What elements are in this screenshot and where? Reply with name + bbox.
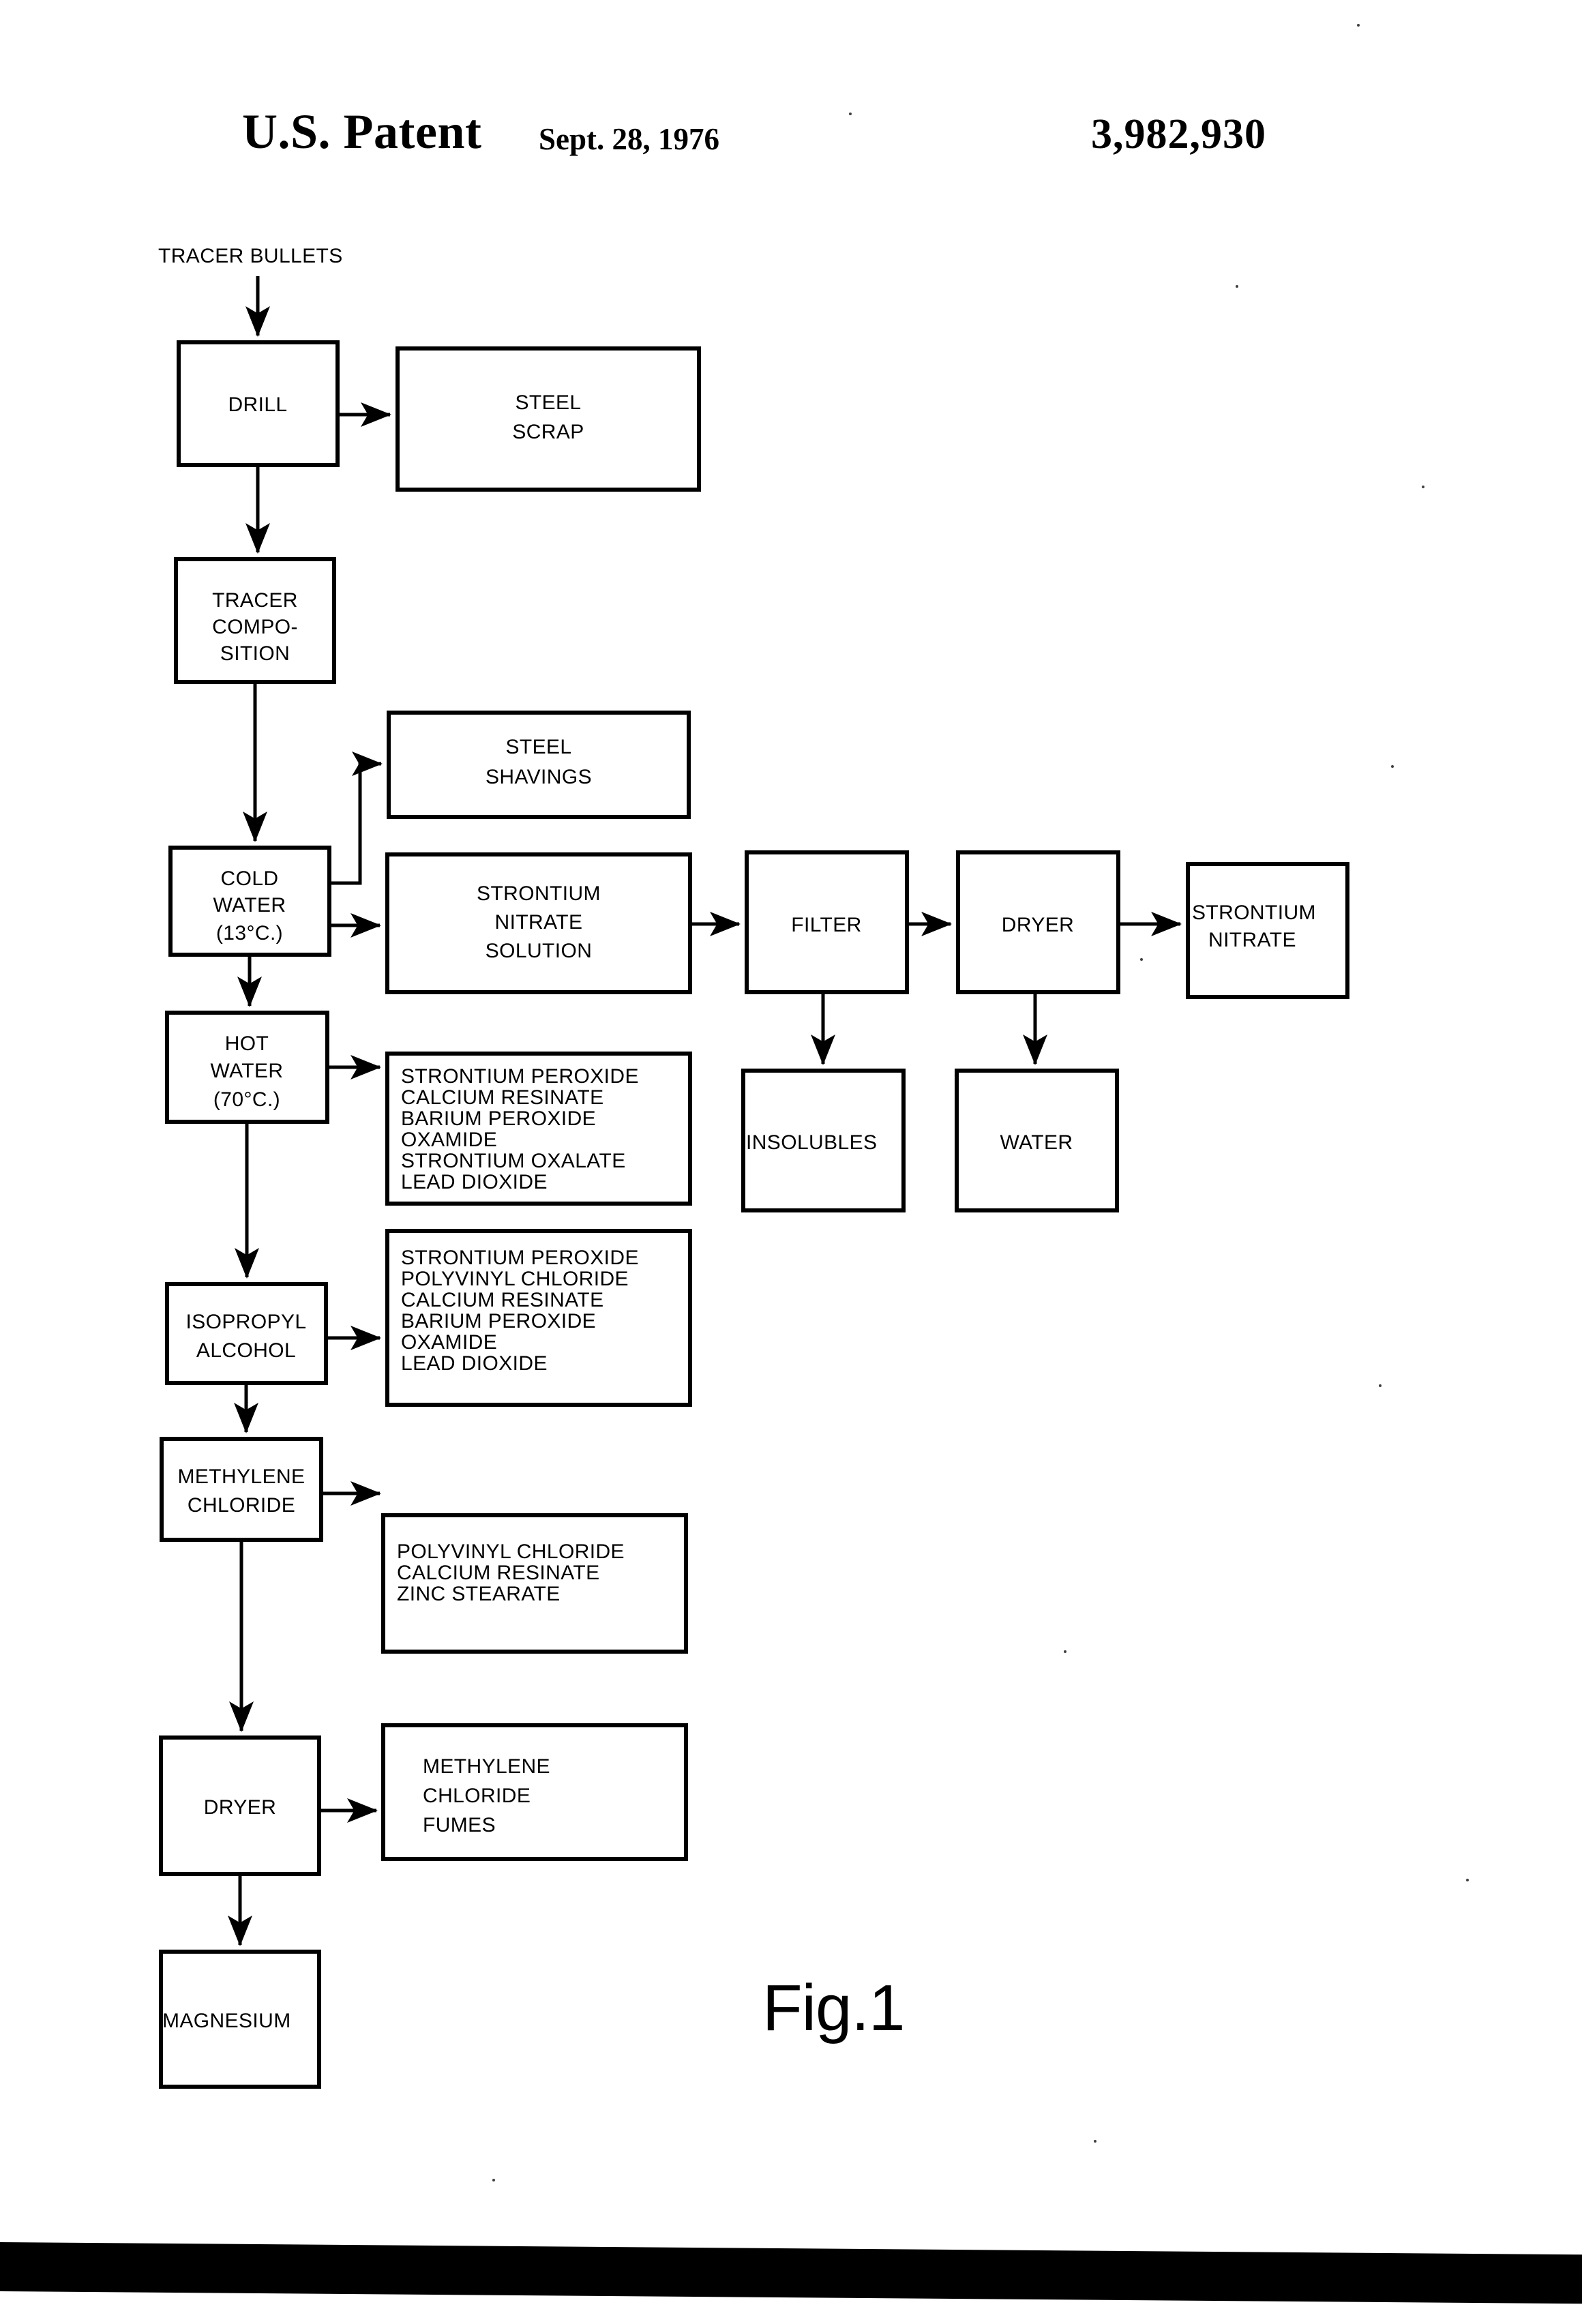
node-nitrate-solution-line2: NITRATE <box>495 911 583 934</box>
chemical-list-item: OXAMIDE <box>401 1331 497 1354</box>
node-hot-water-residue-list <box>385 1052 692 1206</box>
input-label: TRACER BULLETS <box>158 245 343 267</box>
node-steel-shavings <box>387 711 691 819</box>
node-methylene-line1: METHYLENE <box>178 1465 305 1488</box>
node-tracer-composition-line2: COMPO- <box>212 616 298 638</box>
chemical-list-item: CALCIUM RESINATE <box>401 1086 604 1109</box>
node-strontium-nitrate-line1: STRONTIUM <box>1192 902 1316 924</box>
node-isopropyl-line2: ALCOHOL <box>196 1339 296 1362</box>
node-tracer-composition <box>174 557 336 684</box>
node-steel-scrap-label-line1: STEEL <box>515 391 581 414</box>
patent-date: Sept. 28, 1976 <box>539 122 720 156</box>
chemical-list-item: POLYVINYL CHLORIDE <box>401 1268 629 1290</box>
node-hot-water-line2: WATER <box>211 1060 284 1082</box>
figure-label: Fig.1 <box>762 1971 905 2044</box>
node-dryer-top <box>956 850 1120 994</box>
node-methylene-chloride <box>160 1437 323 1542</box>
node-methylene-line2: CHLORIDE <box>188 1494 295 1517</box>
node-hot-water <box>165 1011 329 1124</box>
node-drill <box>177 340 340 467</box>
node-strontium-nitrate <box>1186 862 1349 999</box>
node-isopropyl-residue-list <box>385 1229 692 1407</box>
chemical-list-item: STRONTIUM PEROXIDE <box>401 1247 639 1269</box>
node-cold-water-line1: COLD <box>221 867 279 890</box>
node-filter <box>745 850 909 994</box>
node-steel-scrap <box>395 346 701 492</box>
node-cold-water-line2: WATER <box>213 894 286 917</box>
chemical-list-item: ZINC STEARATE <box>397 1583 561 1605</box>
node-dryer-top-label: DRYER <box>1002 914 1074 936</box>
node-strontium-nitrate-line2: NITRATE <box>1208 929 1296 951</box>
node-magnesium-label: MAGNESIUM <box>162 2010 291 2032</box>
node-methylene-residue-list <box>381 1513 688 1654</box>
node-nitrate-solution-line3: SOLUTION <box>486 940 593 962</box>
node-steel-shavings-line1: STEEL <box>505 736 571 758</box>
node-magnesium <box>159 1950 321 2089</box>
node-filter-label: FILTER <box>791 914 862 936</box>
node-water <box>955 1069 1119 1212</box>
chemical-list-item: CALCIUM RESINATE <box>397 1562 600 1584</box>
node-tracer-composition-line3: SITION <box>220 642 290 665</box>
patent-office-title: U.S. Patent <box>242 104 482 159</box>
chemical-list-item: CALCIUM RESINATE <box>401 1289 604 1311</box>
node-strontium-nitrate-solution <box>385 852 692 994</box>
chemical-list-item: BARIUM PEROXIDE <box>401 1310 596 1332</box>
node-insolubles <box>741 1069 906 1212</box>
node-fumes-line2: CHLORIDE <box>423 1785 531 1807</box>
node-hot-water-line1: HOT <box>225 1032 269 1055</box>
node-isopropyl-alcohol <box>165 1282 328 1385</box>
node-cold-water <box>168 846 331 957</box>
chemical-list-item: BARIUM PEROXIDE <box>401 1107 596 1130</box>
node-tracer-composition-line1: TRACER <box>212 589 298 612</box>
chemical-list-item: OXAMIDE <box>401 1129 497 1151</box>
chemical-list-item: LEAD DIOXIDE <box>401 1171 548 1193</box>
node-cold-water-line3: (13°C.) <box>216 922 283 944</box>
node-methylene-chloride-fumes <box>381 1723 688 1861</box>
node-isopropyl-line1: ISOPROPYL <box>186 1311 307 1333</box>
node-dryer-bottom-label: DRYER <box>204 1796 276 1819</box>
chemical-list-item: STRONTIUM PEROXIDE <box>401 1065 639 1088</box>
node-fumes-line3: FUMES <box>423 1814 496 1836</box>
node-steel-scrap-label-line2: SCRAP <box>512 421 584 443</box>
edge-cold-water-to-steel-shavings <box>329 751 383 885</box>
node-nitrate-solution-line1: STRONTIUM <box>477 882 601 905</box>
node-hot-water-line3: (70°C.) <box>213 1088 280 1111</box>
node-steel-shavings-line2: SHAVINGS <box>486 766 592 788</box>
chemical-list-item: POLYVINYL CHLORIDE <box>397 1540 625 1563</box>
chemical-list-item: LEAD DIOXIDE <box>401 1352 548 1375</box>
patent-number: 3,982,930 <box>1091 111 1266 158</box>
node-insolubles-label: INSOLUBLES <box>746 1131 877 1154</box>
node-water-label: WATER <box>1000 1131 1073 1154</box>
node-fumes-line1: METHYLENE <box>423 1755 550 1778</box>
chemical-list-item: STRONTIUM OXALATE <box>401 1150 626 1172</box>
node-drill-label: DRILL <box>228 393 287 416</box>
node-dryer-bottom <box>159 1735 321 1876</box>
